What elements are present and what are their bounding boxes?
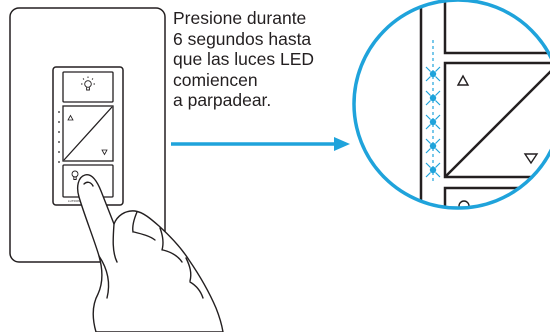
light-bulb-off-icon <box>71 170 79 180</box>
brand-mark: LUTRON <box>68 199 80 203</box>
zoomed-triangle-down-icon <box>523 153 539 165</box>
instruction-line: 6 segundos hasta <box>173 28 312 49</box>
pointer-arrow <box>171 137 350 151</box>
led-indicator-column <box>58 111 60 163</box>
instruction-line: Presione durante <box>173 8 307 28</box>
hand-illustration <box>76 174 224 332</box>
blinking-led <box>425 90 441 106</box>
blinking-led <box>425 162 441 178</box>
triangle-down-icon <box>101 149 108 156</box>
blinking-led <box>425 66 441 82</box>
zoomed-rocker-diagonal <box>445 65 550 177</box>
zoomed-rocker <box>443 61 550 179</box>
instruction-line: que las luces LED <box>173 49 315 69</box>
instruction-line: a parpadear. <box>173 90 272 110</box>
instruction-text: Presione durante 6 segundos hasta que la… <box>173 8 348 111</box>
instruction-line: comiencen <box>173 69 258 90</box>
zoomed-triangle-up-icon <box>456 74 470 86</box>
magnified-view <box>354 0 550 208</box>
triangle-up-icon <box>67 114 74 121</box>
rocker-diagonal <box>63 106 113 161</box>
blinking-led-indicators <box>425 66 441 178</box>
magnifier-ring <box>352 0 550 210</box>
blinking-led <box>425 138 441 154</box>
blinking-led <box>425 114 441 130</box>
light-bulb-on-icon <box>81 76 95 91</box>
